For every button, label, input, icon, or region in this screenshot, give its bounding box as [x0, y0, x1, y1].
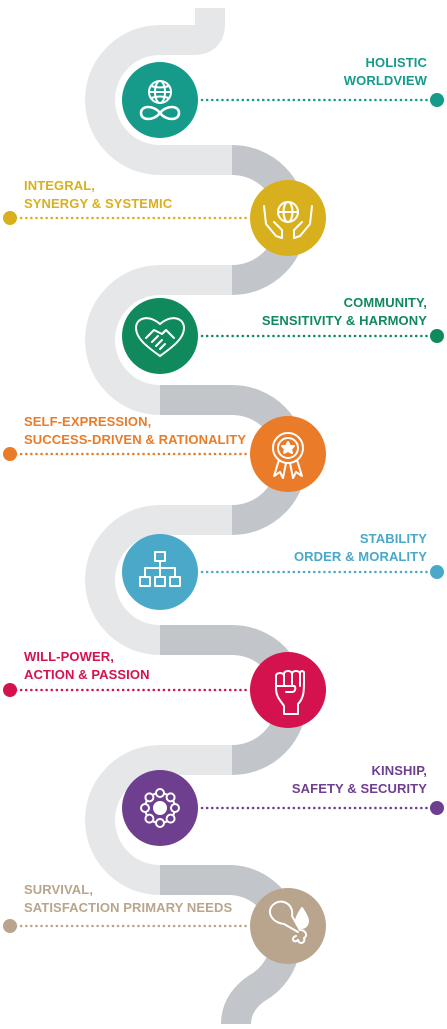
- stage-circle-will-power: [250, 652, 326, 728]
- track-segment: [85, 505, 232, 655]
- dotted-connectors: [3, 93, 444, 933]
- label-survival-line2: SATISFACTION PRIMARY NEEDS: [24, 900, 233, 915]
- track-segment: [85, 265, 232, 415]
- label-self-expression: SELF-EXPRESSION, SUCCESS-DRIVEN & RATION…: [24, 413, 246, 449]
- label-community-line1: COMMUNITY,: [343, 295, 427, 310]
- label-self-expression-line1: SELF-EXPRESSION,: [24, 414, 152, 429]
- stage-holistic: [122, 62, 198, 138]
- track-segment: [85, 745, 232, 895]
- label-kinship-line2: SAFETY & SECURITY: [291, 781, 427, 796]
- endpoint-dot-community: [430, 329, 444, 343]
- hierarchy-chart-icon: [139, 551, 181, 587]
- stage-survival: [250, 888, 326, 964]
- globe-in-hands-icon: [263, 201, 313, 239]
- label-community-line2: SENSITIVITY & HARMONY: [261, 313, 427, 328]
- track-segment: [85, 25, 232, 175]
- award-ribbon-icon: [272, 432, 304, 479]
- raised-fist-icon: [275, 670, 305, 715]
- stage-stability: [122, 534, 198, 610]
- circle-of-people-icon: [140, 788, 180, 828]
- drumstick-water-icon: [268, 900, 309, 945]
- stage-self-expression: [250, 416, 326, 492]
- stage-circle-holistic: [122, 62, 198, 138]
- label-holistic-line2: WORLDVIEW: [343, 73, 427, 88]
- stage-circle-self-expression: [250, 416, 326, 492]
- handshake-heart-icon: [135, 317, 185, 357]
- label-will-power-line1: WILL-POWER,: [24, 649, 114, 664]
- stage-will-power: [250, 652, 326, 728]
- endpoint-dot-survival: [3, 919, 17, 933]
- label-kinship: KINSHIP, SAFETY & SECURITY: [292, 762, 427, 798]
- winding-track: [85, 8, 307, 1025]
- stage-kinship: [122, 770, 198, 846]
- label-survival-line1: SURVIVAL,: [24, 882, 94, 897]
- label-community: COMMUNITY, SENSITIVITY & HARMONY: [262, 294, 427, 330]
- endpoint-dot-holistic: [430, 93, 444, 107]
- label-holistic-line1: HOLISTIC: [365, 55, 427, 70]
- label-holistic: HOLISTIC WORLDVIEW: [344, 54, 427, 90]
- stage-community: [122, 298, 198, 374]
- endpoint-dot-will-power: [3, 683, 17, 697]
- stage-circle-community: [122, 298, 198, 374]
- label-survival: SURVIVAL, SATISFACTION PRIMARY NEEDS: [24, 881, 232, 917]
- label-integral-line1: INTEGRAL,: [24, 178, 95, 193]
- track-segment: [160, 8, 225, 55]
- label-self-expression-line2: SUCCESS-DRIVEN & RATIONALITY: [24, 432, 247, 447]
- endpoint-dot-self-expression: [3, 447, 17, 461]
- globe-infinity-icon: [139, 80, 181, 121]
- stage-integral: [250, 180, 326, 256]
- label-stability-line1: STABILITY: [359, 531, 427, 546]
- endpoint-dot-integral: [3, 211, 17, 225]
- label-integral-line2: SYNERGY & SYSTEMIC: [24, 196, 173, 211]
- label-will-power-line2: ACTION & PASSION: [24, 667, 150, 682]
- endpoint-dot-stability: [430, 565, 444, 579]
- label-stability: STABILITY ORDER & MORALITY: [294, 530, 427, 566]
- stage-circle-integral: [250, 180, 326, 256]
- stage-icons: [122, 62, 326, 964]
- label-stability-line2: ORDER & MORALITY: [293, 549, 427, 564]
- label-integral: INTEGRAL, SYNERGY & SYSTEMIC: [24, 177, 172, 213]
- endpoint-dot-kinship: [430, 801, 444, 815]
- label-will-power: WILL-POWER, ACTION & PASSION: [24, 648, 150, 684]
- label-kinship-line1: KINSHIP,: [371, 763, 427, 778]
